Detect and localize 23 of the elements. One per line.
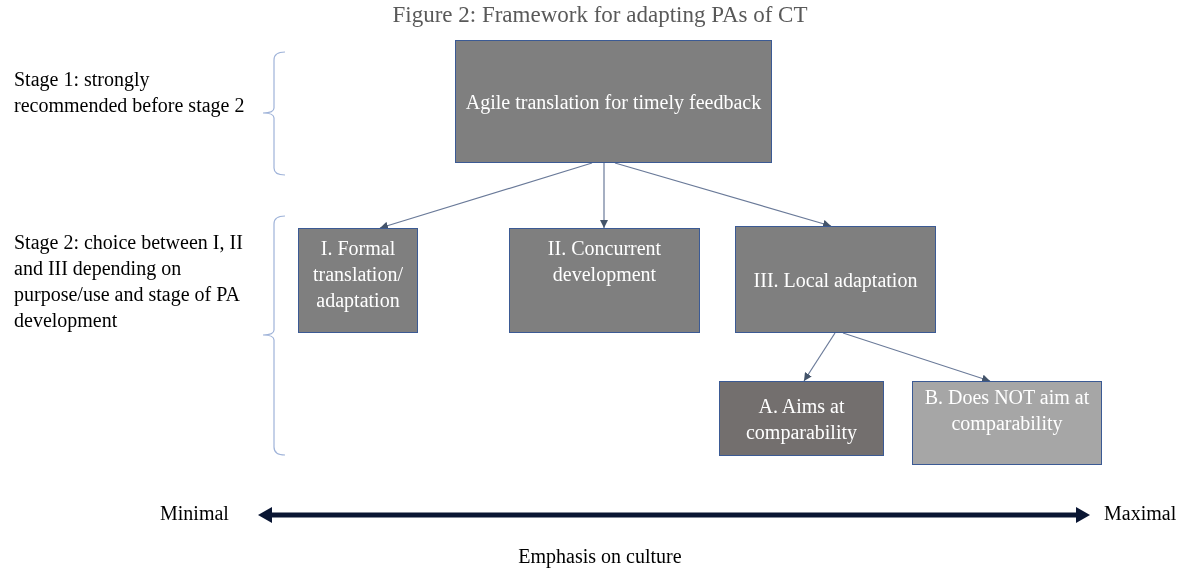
- box-text: III. Local adaptation: [753, 267, 918, 293]
- box-text: A. Aims at comparability: [744, 393, 859, 445]
- process-box: [719, 381, 884, 456]
- box-text: B. Does NOT aim at comparability: [923, 385, 1091, 436]
- box-text: II. Concurrent development: [546, 236, 663, 287]
- figure-title: Figure 2: Framework for adapting PAs of CT: [392, 2, 808, 27]
- scale-label: Minimal: [160, 501, 230, 526]
- scale-label: Maximal: [1104, 501, 1178, 526]
- box-text: I. Formal translation/ adaptation: [312, 236, 404, 313]
- arrow: [803, 332, 836, 382]
- axis-label: Emphasis on culture: [517, 544, 683, 569]
- process-box: [509, 228, 700, 333]
- process-box: [912, 381, 1102, 465]
- stage-note: Stage 1: strongly recommended before stage 2: [14, 67, 246, 118]
- process-box: [455, 40, 772, 163]
- stage-note: Stage 2: choice between I, II and III depending on purpose/use and stage of PA development: [14, 230, 244, 333]
- arrow: [842, 332, 991, 383]
- process-box: [298, 228, 418, 333]
- process-box: [735, 226, 936, 333]
- arrow: [379, 162, 593, 230]
- box-text: Agile translation for timely feedback: [465, 89, 762, 115]
- arrow: [600, 162, 608, 229]
- arrow: [614, 162, 832, 228]
